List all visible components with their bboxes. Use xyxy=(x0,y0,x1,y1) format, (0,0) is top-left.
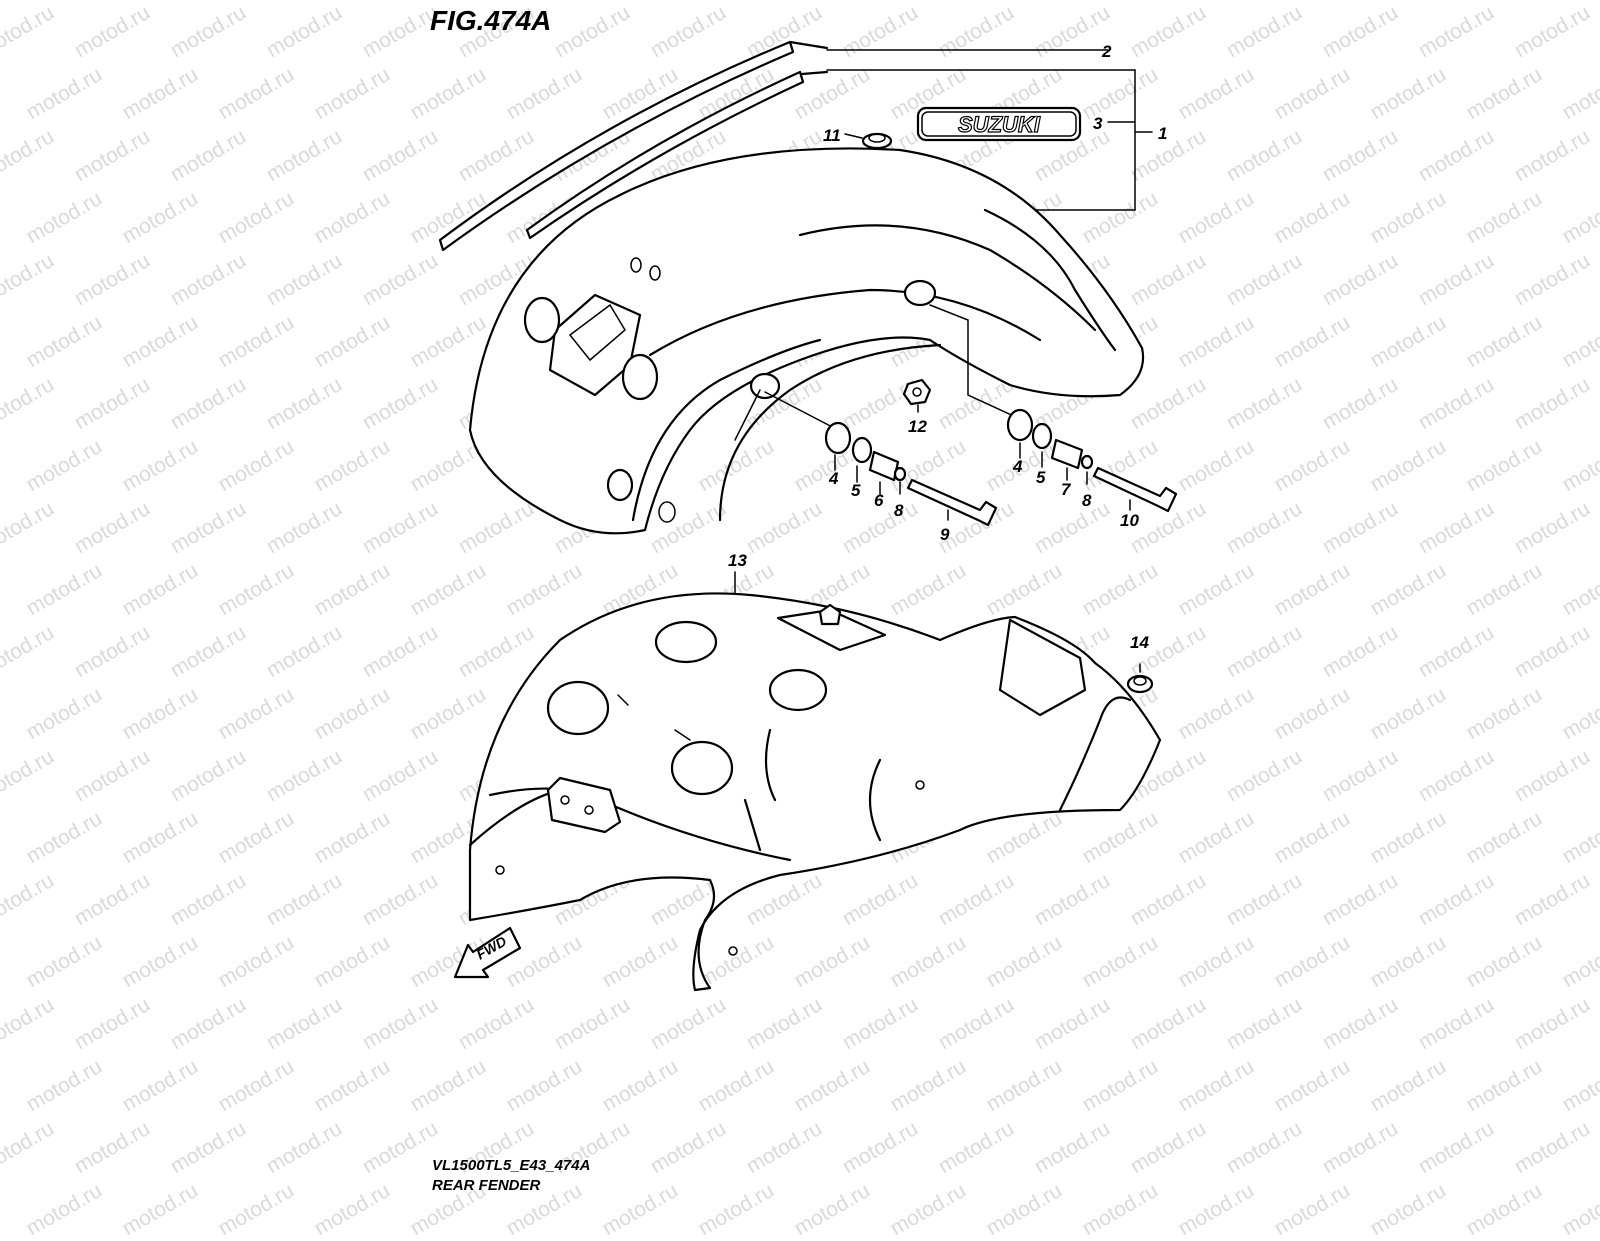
parts-diagram: FIG.474A SUZUKI xyxy=(430,5,1178,1194)
part-3-suzuki-emblem: SUZUKI xyxy=(916,106,1082,142)
callout-8-right: 8 xyxy=(1082,491,1092,510)
inner-fender-lower xyxy=(468,592,1162,992)
callout-5-left: 5 xyxy=(851,481,861,500)
callout-7: 7 xyxy=(1061,480,1072,499)
emblem-label: SUZUKI xyxy=(958,112,1041,137)
figure-code: VL1500TL5_E43_474A xyxy=(432,1157,590,1174)
callout-9: 9 xyxy=(940,525,950,544)
left-fastener-stack xyxy=(764,391,998,527)
callout-4-right: 4 xyxy=(1012,457,1023,476)
callout-4-left: 4 xyxy=(828,469,839,488)
right-fastener-stack xyxy=(929,304,1178,513)
fwd-arrow: FWD xyxy=(453,926,522,979)
callout-10: 10 xyxy=(1120,511,1139,530)
callout-3: 3 xyxy=(1093,114,1103,133)
part-12-nut xyxy=(902,378,932,413)
figure-title: FIG.474A xyxy=(430,5,551,36)
callout-2: 2 xyxy=(1101,42,1112,61)
callout-14: 14 xyxy=(1130,633,1149,652)
rear-fender-upper xyxy=(468,147,1145,535)
callout-13: 13 xyxy=(728,551,747,570)
callout-5-right: 5 xyxy=(1036,468,1046,487)
callout-labels: 2 3 1 11 12 4 5 6 8 9 4 5 7 8 10 13 14 xyxy=(728,42,1167,652)
callout-6: 6 xyxy=(874,491,884,510)
figure-caption: REAR FENDER xyxy=(432,1177,541,1194)
part-2-tape-stripes xyxy=(438,40,829,252)
callout-1: 1 xyxy=(1158,124,1167,143)
callout-12: 12 xyxy=(908,417,927,436)
part-11-grommet xyxy=(844,132,893,150)
callout-bracket xyxy=(826,49,1153,211)
callout-8-left: 8 xyxy=(894,501,904,520)
callout-11: 11 xyxy=(823,126,841,145)
part-14-grommet xyxy=(1126,663,1154,694)
